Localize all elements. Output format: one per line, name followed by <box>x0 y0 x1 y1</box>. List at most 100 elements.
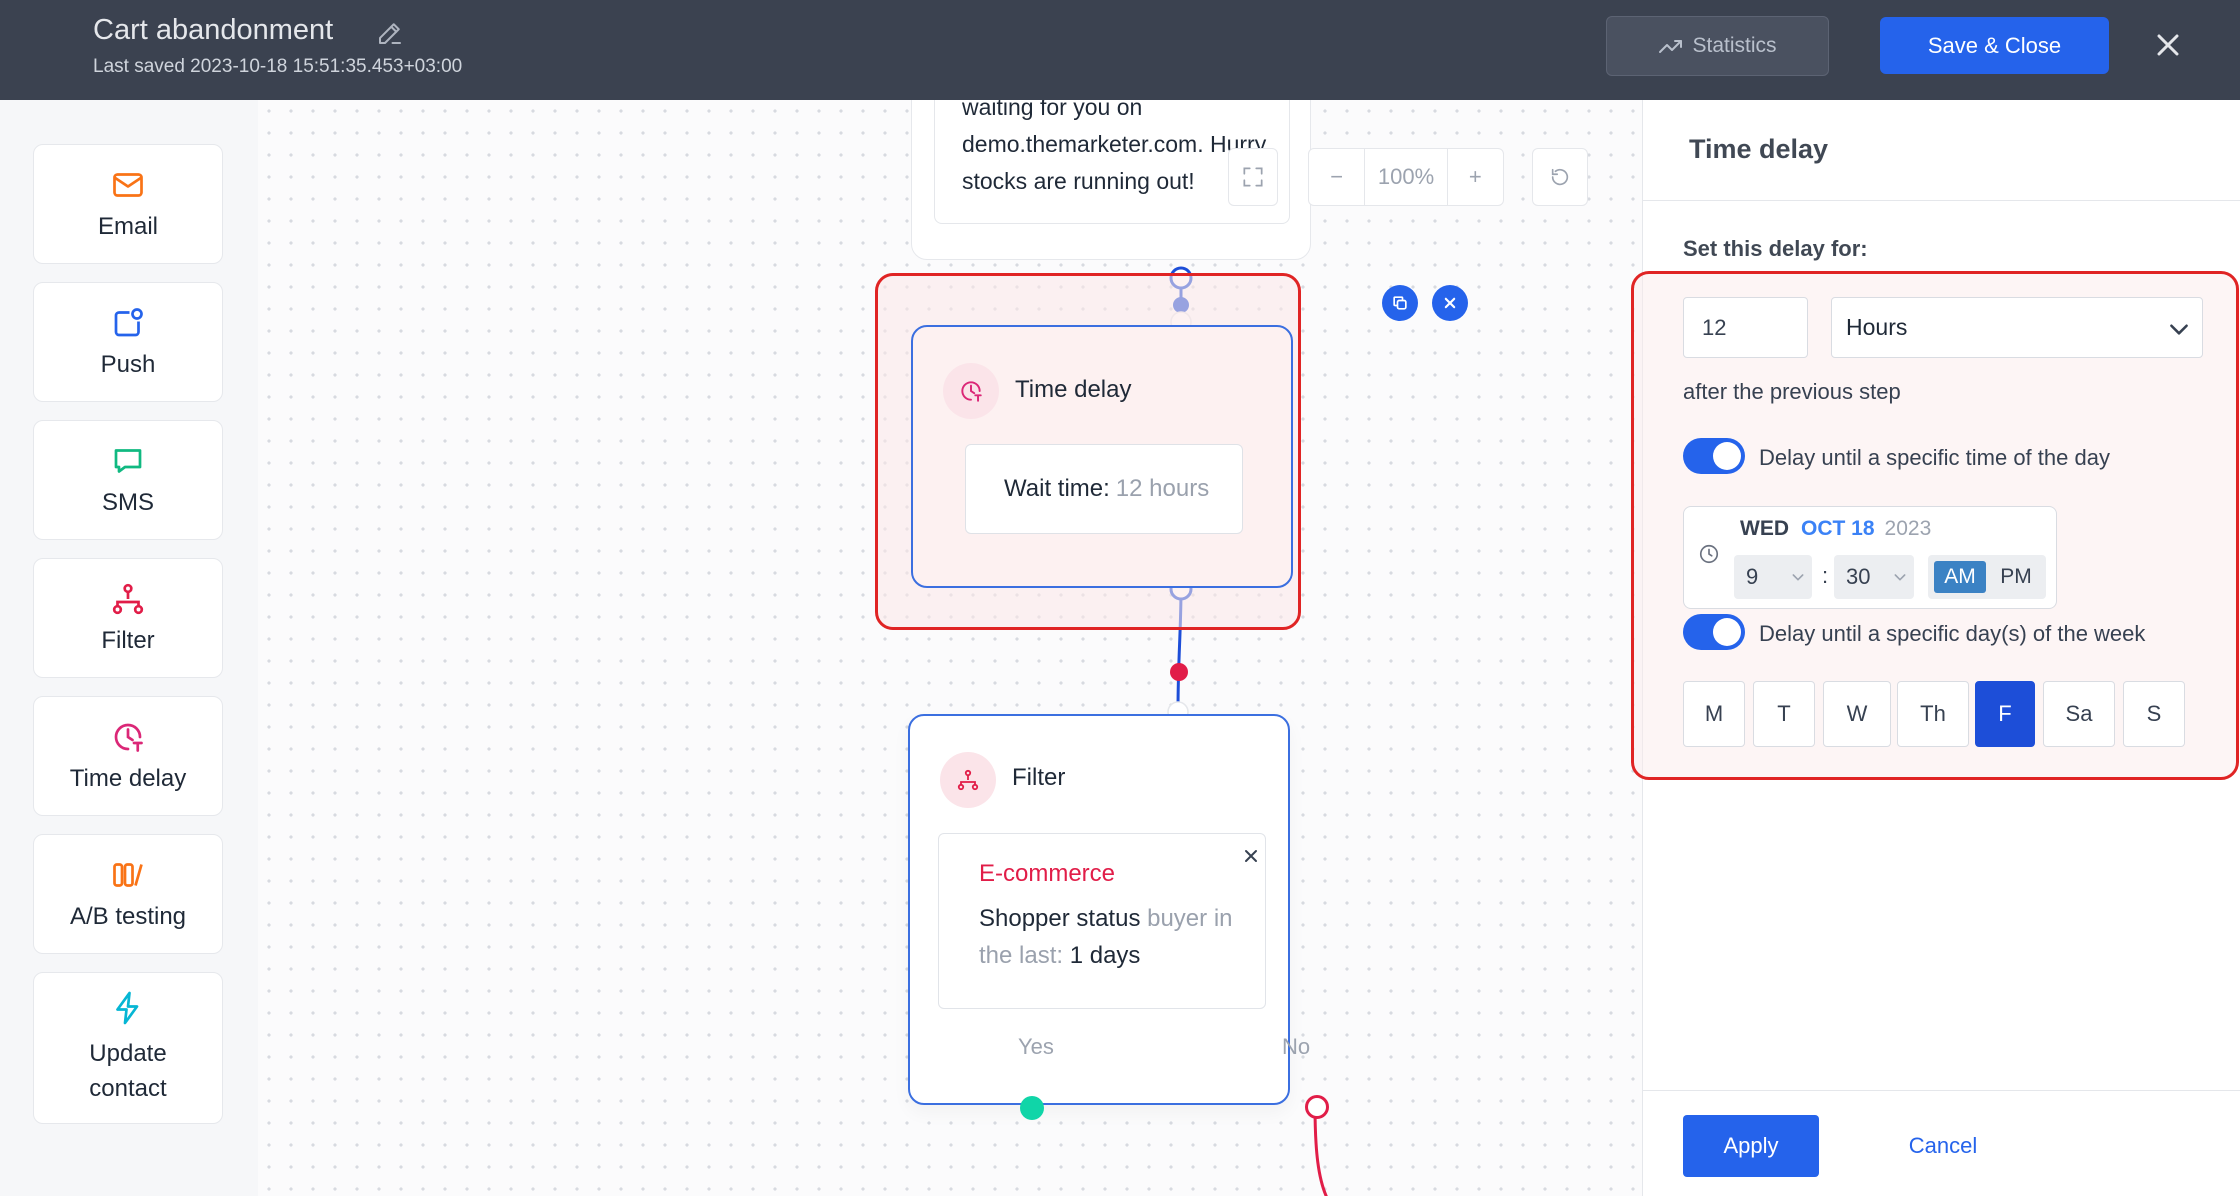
date-month-day: OCT 18 <box>1801 517 1875 540</box>
filter-icon <box>957 769 979 791</box>
zoom-control: − 100% + <box>1308 148 1504 206</box>
palette-item-filter[interactable]: Filter <box>33 558 223 678</box>
yes-port[interactable] <box>1020 1096 1044 1120</box>
condition-category: E-commerce <box>979 860 1116 887</box>
apply-button[interactable]: Apply <box>1683 1115 1819 1177</box>
ab-testing-icon <box>113 863 143 887</box>
chevron-down-icon <box>1792 574 1804 581</box>
refresh-icon <box>1551 168 1569 186</box>
delay-unit-value: Hours <box>1846 314 1908 340</box>
node-title: Filter <box>1012 764 1066 791</box>
mail-icon <box>113 173 143 197</box>
delay-amount-input[interactable] <box>1683 297 1808 358</box>
expand-icon <box>1243 167 1263 187</box>
palette-item-sms[interactable]: SMS <box>33 420 223 540</box>
am-pm-switch: AM PM <box>1928 555 2046 599</box>
panel-title: Time delay <box>1689 134 1829 164</box>
delay-unit-select[interactable]: Hours <box>1831 297 2203 358</box>
minute-value: 30 <box>1846 564 1871 589</box>
duplicate-node-button[interactable] <box>1382 285 1418 321</box>
chevron-down-icon <box>2170 324 2188 335</box>
fit-to-screen-button[interactable] <box>1228 148 1278 206</box>
condition-description: Shopper status buyer in the last: 1 days <box>979 900 1259 974</box>
workflow-canvas[interactable]: waiting for you on demo.themarketer.com.… <box>258 100 1642 1196</box>
save-close-button[interactable]: Save & Close <box>1880 17 2109 74</box>
zoom-level: 100% <box>1364 148 1448 206</box>
pm-button[interactable]: PM <box>2000 565 2032 588</box>
date-year: 2023 <box>1884 517 1932 540</box>
palette-item-email[interactable]: Email <box>33 144 223 264</box>
no-port[interactable] <box>1305 1095 1329 1119</box>
palette-item-label: SMS <box>101 489 154 516</box>
node-icon <box>940 752 996 808</box>
hour-value: 9 <box>1746 564 1759 589</box>
selected-date: WED OCT 18 2023 <box>1740 517 1931 541</box>
palette-item-update-contact[interactable]: Update contact <box>33 972 223 1124</box>
palette-item-time-delay[interactable]: Time delay <box>33 696 223 816</box>
filter-node[interactable]: Filter E-commerce Shopper status buyer i… <box>908 714 1329 1120</box>
time-picker: WED OCT 18 2023 9 : 30 AM PM <box>1683 506 2057 609</box>
zoom-in-button[interactable]: + <box>1468 164 1482 189</box>
chat-icon <box>114 449 142 473</box>
minute-select[interactable]: 30 <box>1834 555 1914 599</box>
chevron-down-icon <box>1894 574 1906 581</box>
day-of-week-toggle[interactable] <box>1683 614 1745 650</box>
palette-item-ab-testing[interactable]: A/B testing <box>33 834 223 954</box>
palette-item-label: Time delay <box>69 765 187 792</box>
delay-section-label: Set this delay for: <box>1683 236 1868 261</box>
top-bar: Cart abandonment Last saved 2023-10-18 1… <box>0 0 2240 100</box>
day-button-thursday[interactable]: Th <box>1897 681 1969 747</box>
close-icon[interactable] <box>2150 27 2186 63</box>
trend-icon <box>1659 40 1683 53</box>
email-content-box: waiting for you on demo.themarketer.com.… <box>934 100 1290 224</box>
push-icon <box>114 308 143 337</box>
node-palette: Email Push SMS Filter Time delay A/B tes… <box>0 100 258 1196</box>
pencil-icon[interactable] <box>375 18 405 48</box>
day-button-wednesday[interactable]: W <box>1823 681 1891 747</box>
filter-icon <box>112 583 144 615</box>
day-of-week-label: Delay until a specific day(s) of the wee… <box>1759 621 2146 646</box>
email-preview-text: waiting for you on demo.themarketer.com.… <box>962 100 1271 194</box>
wait-time-value: 12 hours <box>1115 475 1210 502</box>
palette-item-push[interactable]: Push <box>33 282 223 402</box>
palette-item-label: Filter <box>101 627 155 654</box>
close-icon <box>1444 297 1456 309</box>
hour-select[interactable]: 9 <box>1734 555 1812 599</box>
date-weekday: WED <box>1740 517 1789 540</box>
node-icon <box>943 363 999 419</box>
after-previous-step-text: after the previous step <box>1683 379 1901 404</box>
condition-operator: buyer in the last: <box>979 905 1233 969</box>
palette-item-label: Email <box>97 213 158 240</box>
day-button-friday[interactable]: F <box>1975 681 2035 747</box>
workflow-title: Cart abandonment <box>93 14 334 46</box>
no-branch-label: No <box>1282 1034 1311 1059</box>
clock-icon <box>961 381 982 402</box>
clock-icon <box>1699 544 1719 564</box>
reset-view-button[interactable] <box>1532 148 1588 206</box>
palette-item-label: Update contact <box>89 1040 167 1102</box>
day-button-tuesday[interactable]: T <box>1753 681 1815 747</box>
divider <box>1643 1090 2240 1091</box>
node-title: Time delay <box>1015 376 1132 403</box>
day-button-sunday[interactable]: S <box>2123 681 2185 747</box>
day-button-saturday[interactable]: Sa <box>2043 681 2115 747</box>
am-button[interactable]: AM <box>1934 561 1986 593</box>
condition-field: Shopper status <box>979 905 1141 932</box>
statistics-button[interactable]: Statistics <box>1606 16 1829 76</box>
condition-value: 1 days <box>1069 942 1141 969</box>
time-of-day-toggle[interactable] <box>1683 438 1745 474</box>
remove-condition-icon[interactable] <box>1239 844 1263 868</box>
bolt-icon <box>116 991 139 1025</box>
day-button-monday[interactable]: M <box>1683 681 1745 747</box>
cancel-button[interactable]: Cancel <box>1908 1133 1978 1158</box>
palette-item-label: Push <box>100 351 156 378</box>
wait-time-label: Wait time: <box>1004 475 1110 502</box>
filter-condition-box: E-commerce Shopper status buyer in the l… <box>938 833 1266 1009</box>
zoom-out-button[interactable]: − <box>1330 164 1344 189</box>
time-of-day-label: Delay until a specific time of the day <box>1759 445 2110 470</box>
time-delay-node[interactable]: Time delay Wait time: 12 hours <box>911 325 1293 588</box>
last-saved-text: Last saved 2023-10-18 15:51:35.453+03:00 <box>93 56 463 77</box>
time-separator: : <box>1822 563 1829 588</box>
copy-icon <box>1393 296 1407 310</box>
delete-node-button[interactable] <box>1432 285 1468 321</box>
